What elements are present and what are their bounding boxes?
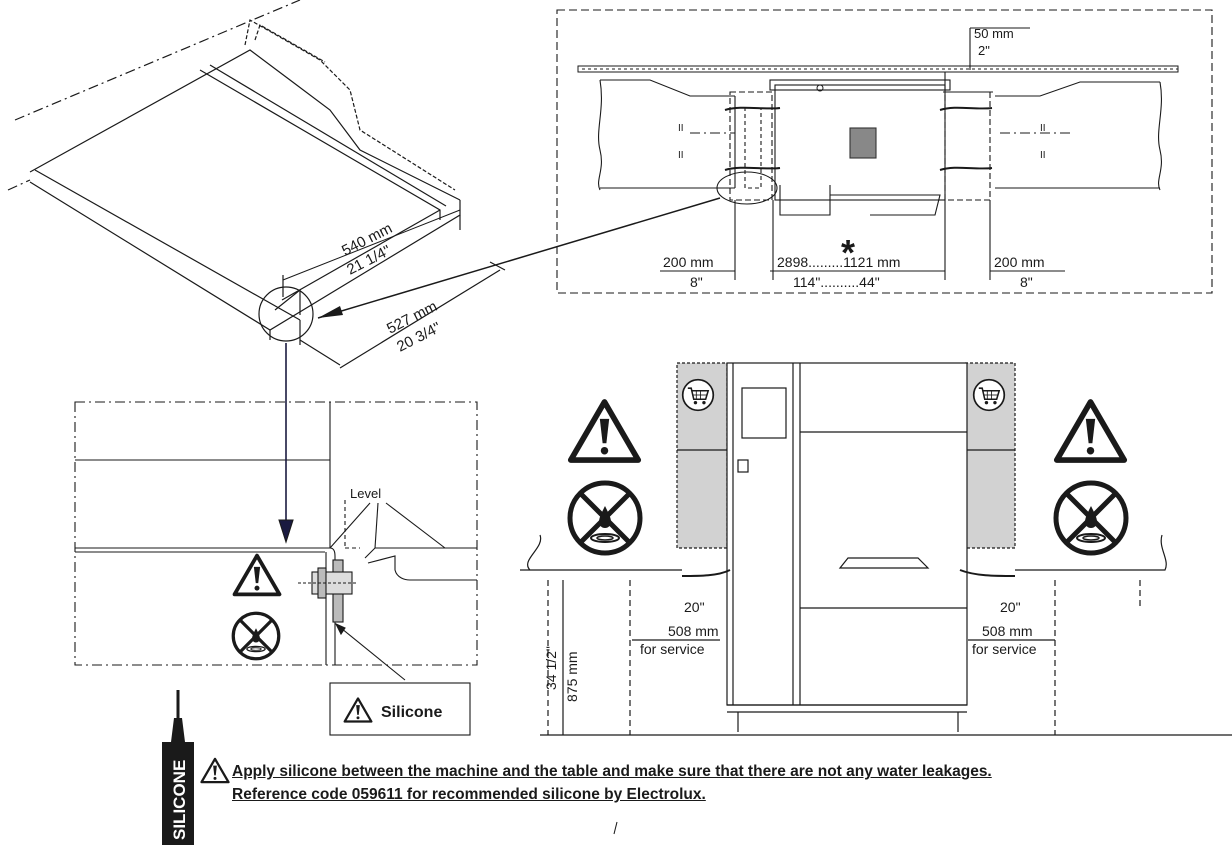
svg-text:II: II — [678, 150, 684, 161]
svg-text:II: II — [1040, 123, 1046, 134]
left-clearance-mm: 200 mm — [663, 254, 714, 270]
warning-triangle-icon — [232, 553, 282, 597]
left-clearance-in: 8" — [690, 274, 703, 290]
note-line-1: Apply silicone between the machine and t… — [232, 763, 992, 780]
tube-label: SILICONE — [170, 760, 189, 840]
detail-view — [74, 343, 478, 736]
svg-text:II: II — [1040, 150, 1046, 161]
shopping-cart-icon — [681, 378, 715, 412]
height-mm: 875 mm — [564, 651, 580, 702]
left-service-label: for service — [640, 641, 705, 657]
no-water-icon — [1056, 483, 1126, 553]
arrowhead-icon — [318, 306, 343, 318]
right-service-label: for service — [972, 641, 1037, 657]
right-clearance-mm: 200 mm — [994, 254, 1045, 270]
warning-triangle-icon — [200, 757, 230, 784]
front-view — [520, 362, 1232, 736]
no-water-icon — [231, 611, 281, 661]
top-view — [556, 9, 1213, 294]
isometric-table-view — [7, 0, 506, 369]
no-water-icon — [570, 483, 640, 553]
leader-arrow-to-top-view — [317, 197, 721, 319]
warning-triangle-icon — [571, 402, 639, 460]
warning-triangle-icon — [343, 697, 373, 723]
silicone-callout: Silicone — [381, 704, 442, 721]
machine-width-mm: 2898.........1121 mm — [777, 254, 900, 270]
left-service-in: 20" — [684, 599, 705, 615]
shopping-cart-icon — [972, 378, 1006, 412]
warning-triangle-icon — [1057, 402, 1125, 460]
top-view-hole — [816, 84, 824, 92]
asterisk-mark: * — [841, 232, 855, 273]
gap-in: 2" — [978, 43, 990, 58]
machine-width-in: 114"..........44" — [793, 274, 880, 290]
right-service-mm: 508 mm — [982, 623, 1033, 639]
svg-text:II: II — [678, 123, 684, 134]
right-service-in: 20" — [1000, 599, 1021, 615]
level-label: Level — [350, 486, 381, 501]
height-in: 34 1/2" — [543, 646, 559, 690]
gap-mm: 50 mm — [974, 26, 1014, 41]
silicone-tube — [162, 690, 194, 845]
right-clearance-in: 8" — [1020, 274, 1033, 290]
left-service-mm: 508 mm — [668, 623, 719, 639]
note-line-2: Reference code 059611 for recommended si… — [232, 786, 706, 803]
